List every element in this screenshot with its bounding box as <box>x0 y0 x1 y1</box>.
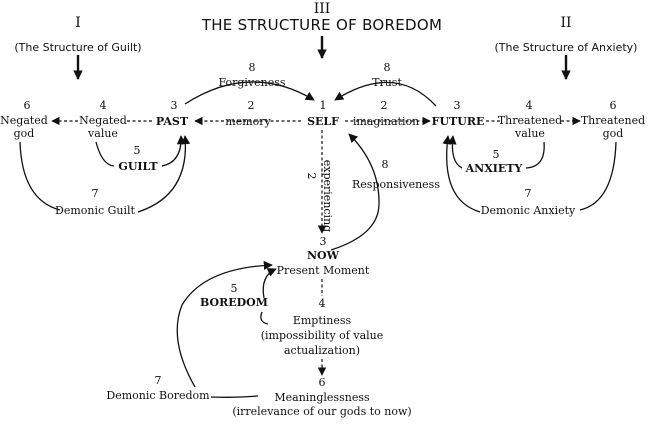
boredom-number: 5 <box>231 282 238 295</box>
meaninglessness-to-demonic-boredom-curve <box>210 395 259 398</box>
demonic-boredom-to-now-arrow <box>176 260 273 388</box>
threatened-god-to-demonic-anxiety-curve <box>579 141 617 211</box>
anxiety-label: ANXIETY <box>465 162 523 175</box>
forgiveness-arrow <box>184 81 315 105</box>
negated-value-number: 4 <box>100 99 107 112</box>
emptiness-number: 4 <box>319 297 326 310</box>
demonic-guilt-number: 7 <box>92 187 99 200</box>
trust-number: 8 <box>384 61 391 74</box>
imagination-number: 2 <box>381 99 388 112</box>
right-structure-title: (The Structure of Anxiety) <box>495 41 638 54</box>
now-label: NOW <box>307 249 340 262</box>
negated-value-line1: Negated <box>79 114 127 127</box>
negated-god-number: 6 <box>24 99 31 112</box>
future-label: FUTURE <box>432 115 485 128</box>
emptiness-sub-line2: actualization) <box>284 344 360 357</box>
threatened-value-to-anxiety-curve <box>525 141 545 169</box>
past-label: PAST <box>156 115 189 128</box>
negated-god-line2: god <box>14 127 35 140</box>
right-roman-numeral: II <box>560 15 571 31</box>
forgiveness-number: 8 <box>249 61 256 74</box>
memory-number: 2 <box>248 99 255 112</box>
anxiety-to-future-arrow <box>447 135 463 169</box>
negated-value-to-guilt-curve <box>95 141 115 167</box>
left-roman-numeral: I <box>75 15 81 31</box>
threatened-value-line2: value <box>514 127 545 140</box>
experiencing-number: 2 <box>305 173 318 180</box>
meaninglessness-label: Meaninglessness <box>274 391 370 404</box>
threatened-value-line1: Threatened <box>498 114 562 127</box>
boredom-label: BOREDOM <box>200 296 268 309</box>
demonic-guilt-label: Demonic Guilt <box>55 204 136 217</box>
threatened-god-line2: god <box>603 127 624 140</box>
negated-value-line2: value <box>87 127 118 140</box>
responsiveness-arrow <box>330 133 380 251</box>
self-label: SELF <box>307 115 339 128</box>
demonic-anxiety-number: 7 <box>525 187 532 200</box>
center-title: THE STRUCTURE OF BOREDOM <box>201 16 443 34</box>
demonic-guilt-to-past-arrow <box>137 135 191 213</box>
anxiety-number: 5 <box>493 148 500 161</box>
emptiness-label: Emptiness <box>293 314 352 327</box>
meaninglessness-number: 6 <box>319 376 326 389</box>
guilt-label: GUILT <box>118 160 158 173</box>
threatened-value-number: 4 <box>526 99 533 112</box>
demonic-anxiety-label: Demonic Anxiety <box>481 204 576 217</box>
boredom-to-now-arrow <box>262 268 277 299</box>
negated-god-line1: Negated <box>0 114 48 127</box>
responsiveness-label: Responsiveness <box>352 178 440 191</box>
experiencing-label: experiencing <box>321 160 334 232</box>
threatened-god-line1: Threatened <box>581 114 645 127</box>
center-roman-numeral: III <box>314 1 331 17</box>
guilt-number: 5 <box>134 144 141 157</box>
self-number: 1 <box>320 99 327 112</box>
demonic-boredom-label: Demonic Boredom <box>106 389 210 402</box>
memory-label: memory <box>225 115 271 128</box>
meaninglessness-sub: (irrelevance of our gods to now) <box>232 405 411 418</box>
guilt-to-past-arrow <box>161 135 186 167</box>
demonic-anxiety-to-future-arrow <box>442 135 481 213</box>
demonic-boredom-number: 7 <box>155 374 162 387</box>
emptiness-to-boredom-curve <box>260 311 269 325</box>
emptiness-sub-line1: (impossibility of value <box>261 329 384 342</box>
negated-god-to-demonic-guilt-curve <box>19 141 61 211</box>
trust-arrow <box>334 81 437 107</box>
now-number: 3 <box>320 235 327 248</box>
left-structure-title: (The Structure of Guilt) <box>14 41 141 54</box>
threatened-god-number: 6 <box>610 99 617 112</box>
future-number: 3 <box>454 99 461 112</box>
present-moment-label: Present Moment <box>277 264 370 277</box>
responsiveness-number: 8 <box>382 158 389 171</box>
past-number: 3 <box>171 99 178 112</box>
